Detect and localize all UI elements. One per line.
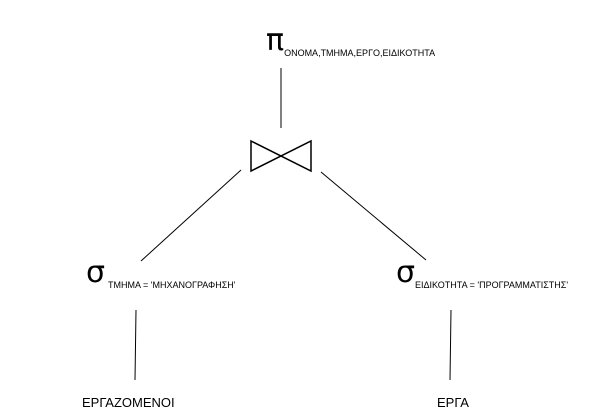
bowtie-join-icon xyxy=(250,139,312,173)
edge-right-selection-to-relation xyxy=(449,309,452,381)
projection-attributes: ΟΝΟΜΑ,ΤΜΗΜΑ,ΕΡΓΟ,ΕΙΔΙΚΟΤΗΤΑ xyxy=(284,48,436,58)
left-selection-symbol: σ xyxy=(86,255,106,290)
projection-symbol: π xyxy=(266,23,285,58)
right-selection-node: σΕΙΔΙΚΟΤΗΤΑ = 'ΠΡΟΓΡΑΜΜΑΤΙΣΤΗΣ' xyxy=(396,255,569,290)
left-selection-condition: ΤΜΗΜΑ = 'ΜΗΧΑΝΟΓΡΑΦΗΣΗ' xyxy=(108,280,236,290)
projection-node: πΟΝΟΜΑ,ΤΜΗΜΑ,ΕΡΓΟ,ΕΙΔΙΚΟΤΗΤΑ xyxy=(266,23,436,58)
right-relation-label: ΕΡΓΑ xyxy=(437,395,469,410)
edge-join-to-right-selection xyxy=(320,171,427,261)
left-relation-label: ΕΡΓΑΖΟΜΕΝΟΙ xyxy=(82,395,175,410)
right-selection-condition: ΕΙΔΙΚΟΤΗΤΑ = 'ΠΡΟΓΡΑΜΜΑΤΙΣΤΗΣ' xyxy=(415,280,569,290)
edge-join-to-left-selection xyxy=(140,169,242,262)
edge-left-selection-to-relation xyxy=(134,309,137,381)
right-selection-symbol: σ xyxy=(396,255,416,290)
